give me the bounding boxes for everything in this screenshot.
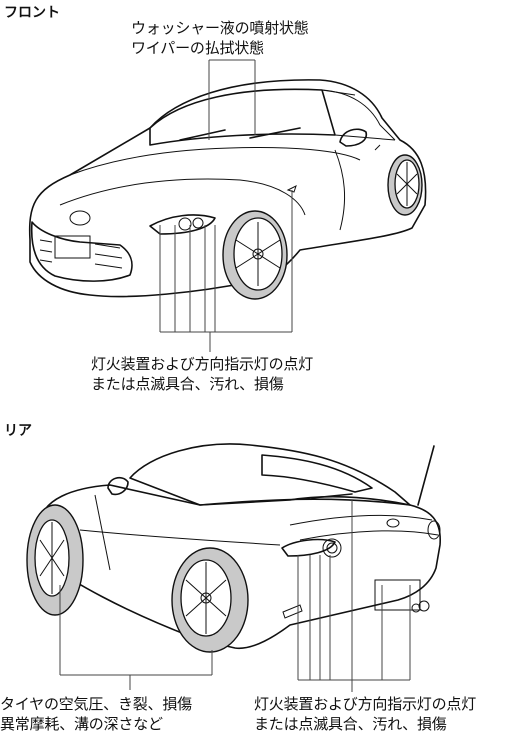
rear-section-label: リア xyxy=(4,423,32,439)
tire-caption-line1: タイヤの空気圧、き裂、損傷 xyxy=(0,695,192,713)
rear-lights-caption-line1: 灯火装置および方向指示灯の点灯 xyxy=(254,695,477,713)
front-section-label: フロント xyxy=(4,5,60,21)
wiper-caption: ワイパーの払拭状態 xyxy=(131,39,264,57)
washer-caption: ウォッシャー液の噴射状態 xyxy=(131,19,309,37)
rear-lights-caption-line2: または点滅具合、汚れ、損傷 xyxy=(254,715,447,733)
tire-caption-line2: 異常摩耗、溝の深さなど xyxy=(0,715,163,733)
front-lights-caption-line2: または点滅具合、汚れ、損傷 xyxy=(91,375,284,393)
rear-lights-caption: 灯火装置および方向指示灯の点灯 または点滅具合、汚れ、損傷 xyxy=(254,694,476,734)
front-top-caption: ウォッシャー液の噴射状態 ワイパーの払拭状態 xyxy=(131,18,309,58)
rear-tire-caption: タイヤの空気圧、き裂、損傷 異常摩耗、溝の深さなど xyxy=(0,694,192,734)
front-lights-caption-line1: 灯火装置および方向指示灯の点灯 xyxy=(91,355,314,373)
front-bottom-caption: 灯火装置および方向指示灯の点灯 または点滅具合、汚れ、損傷 xyxy=(91,354,313,394)
